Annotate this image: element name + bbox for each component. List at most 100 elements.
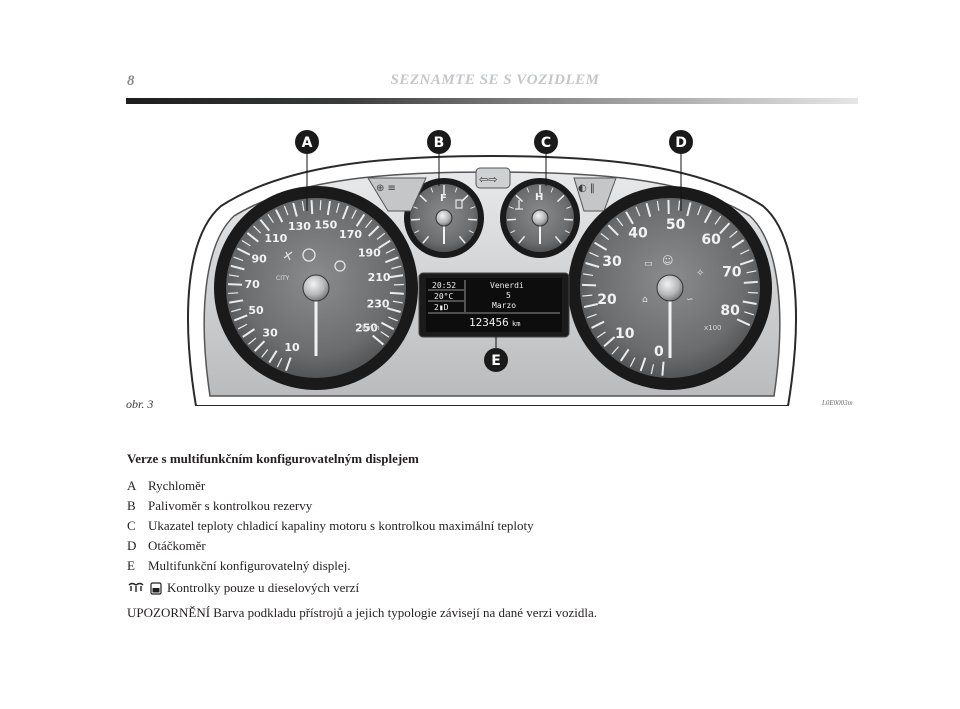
display-time: 20:52 bbox=[432, 281, 456, 290]
tick-mark bbox=[743, 280, 758, 284]
speedometer-hub bbox=[302, 274, 330, 302]
callout-a: A bbox=[295, 130, 319, 154]
tick-mark bbox=[729, 230, 738, 239]
tick-mark bbox=[283, 205, 289, 216]
display-odometer-unit: km bbox=[512, 320, 520, 328]
dial-label: 70 bbox=[722, 264, 742, 280]
temp-hot-label: H bbox=[535, 192, 543, 203]
water-in-fuel-icon bbox=[150, 581, 162, 595]
page-number: 8 bbox=[127, 73, 135, 89]
tick-mark bbox=[230, 264, 245, 271]
tick-mark bbox=[607, 224, 619, 236]
legend-text: Ukazatel teploty chladicí kapaliny motor… bbox=[148, 518, 534, 533]
tick-mark bbox=[650, 364, 655, 375]
tick-mark bbox=[616, 217, 624, 227]
dial-label: 250 bbox=[355, 321, 378, 334]
figure-code: L0E0003m bbox=[822, 399, 853, 407]
tick-mark bbox=[326, 200, 332, 216]
legend-text: Multifunkční konfigurovatelný displej. bbox=[148, 558, 351, 573]
tick-mark bbox=[564, 230, 570, 234]
figure-caption: obr. 3 bbox=[126, 397, 154, 411]
tick-mark bbox=[246, 232, 259, 243]
tick-mark bbox=[284, 357, 292, 372]
speedometer-unit: km/h bbox=[362, 324, 380, 332]
tick-mark bbox=[228, 283, 243, 286]
legend-text: Palivoměr s kontrolkou rezervy bbox=[148, 498, 313, 513]
legend-item-c: C Ukazatel teploty chladicí kapaliny mot… bbox=[127, 516, 847, 536]
tachometer-hub bbox=[656, 274, 684, 302]
tick-mark bbox=[458, 235, 466, 244]
legend-list: A Rychloměr B Palivoměr s kontrolkou rez… bbox=[127, 476, 847, 576]
dial-label: 30 bbox=[262, 326, 278, 339]
tick-mark bbox=[259, 219, 271, 232]
tick-mark bbox=[686, 202, 692, 217]
coolant-temp-icon bbox=[515, 200, 523, 210]
tick-mark bbox=[389, 274, 404, 279]
engine-check-icon: ⌂ bbox=[642, 295, 648, 305]
tick-mark bbox=[589, 252, 599, 258]
tick-mark bbox=[744, 311, 754, 316]
legend-key: B bbox=[127, 498, 136, 513]
tick-mark bbox=[247, 337, 257, 345]
tick-mark bbox=[233, 314, 248, 322]
dial-label: 150 bbox=[314, 219, 337, 232]
tick-mark bbox=[380, 331, 390, 338]
header-rule bbox=[126, 98, 858, 104]
tick-mark bbox=[586, 313, 597, 319]
tick-mark bbox=[645, 202, 652, 217]
dial-label: 10 bbox=[284, 341, 300, 354]
tick-mark bbox=[635, 206, 641, 217]
warning-note: UPOZORNĚNÍ Barva podkladu přístrojů a je… bbox=[127, 605, 598, 620]
turn-indicator-panel bbox=[475, 167, 511, 189]
tick-mark bbox=[365, 219, 373, 229]
dial-label: 130 bbox=[288, 220, 311, 233]
svg-text:A: A bbox=[302, 135, 313, 151]
seatbelt-icon: ☺ bbox=[662, 254, 673, 267]
dial-label: 20 bbox=[597, 292, 617, 308]
fuel-full-label: F bbox=[440, 193, 447, 204]
tick-mark bbox=[583, 273, 594, 277]
diesel-note: Kontrolky pouze u dieselových verzí bbox=[127, 580, 359, 596]
legend-text: Otáčkoměr bbox=[148, 538, 206, 553]
tick-mark bbox=[385, 256, 399, 264]
tick-mark bbox=[518, 235, 526, 244]
tick-mark bbox=[292, 202, 298, 217]
tick-mark bbox=[276, 357, 283, 368]
tick-mark bbox=[747, 291, 758, 294]
tick-mark bbox=[603, 336, 616, 348]
speedometer-tick-marks bbox=[228, 200, 404, 372]
tick-mark bbox=[380, 321, 395, 331]
tick-mark bbox=[335, 202, 340, 213]
tick-mark bbox=[507, 218, 517, 221]
tick-mark bbox=[582, 294, 593, 297]
dial-label: 70 bbox=[244, 278, 260, 291]
tick-mark bbox=[591, 320, 605, 329]
legend-key: D bbox=[127, 538, 137, 553]
dial-label: 0 bbox=[654, 344, 664, 360]
glow-plug-icon bbox=[127, 582, 145, 594]
tick-mark bbox=[468, 230, 474, 234]
tick-mark bbox=[550, 187, 554, 193]
tick-mark bbox=[585, 262, 600, 268]
tick-mark bbox=[625, 211, 634, 225]
dial-label: 40 bbox=[628, 225, 648, 241]
dial-label: 210 bbox=[368, 271, 391, 284]
tick-mark bbox=[386, 307, 401, 313]
tick-mark bbox=[736, 318, 751, 327]
tick-mark bbox=[583, 303, 598, 309]
tick-mark bbox=[319, 200, 322, 211]
tick-mark bbox=[508, 206, 514, 209]
tick-mark bbox=[639, 357, 647, 372]
tick-mark bbox=[467, 218, 477, 221]
brake-lamp-icon bbox=[334, 260, 346, 272]
battery-icon: ▭ bbox=[644, 259, 653, 269]
tick-mark bbox=[385, 248, 396, 254]
tick-mark bbox=[351, 209, 357, 219]
tick-mark bbox=[554, 235, 562, 244]
tick-mark bbox=[719, 222, 731, 235]
tick-mark bbox=[237, 323, 248, 330]
legend-key: E bbox=[127, 558, 135, 573]
fuel-gauge-tick-marks bbox=[411, 185, 477, 244]
